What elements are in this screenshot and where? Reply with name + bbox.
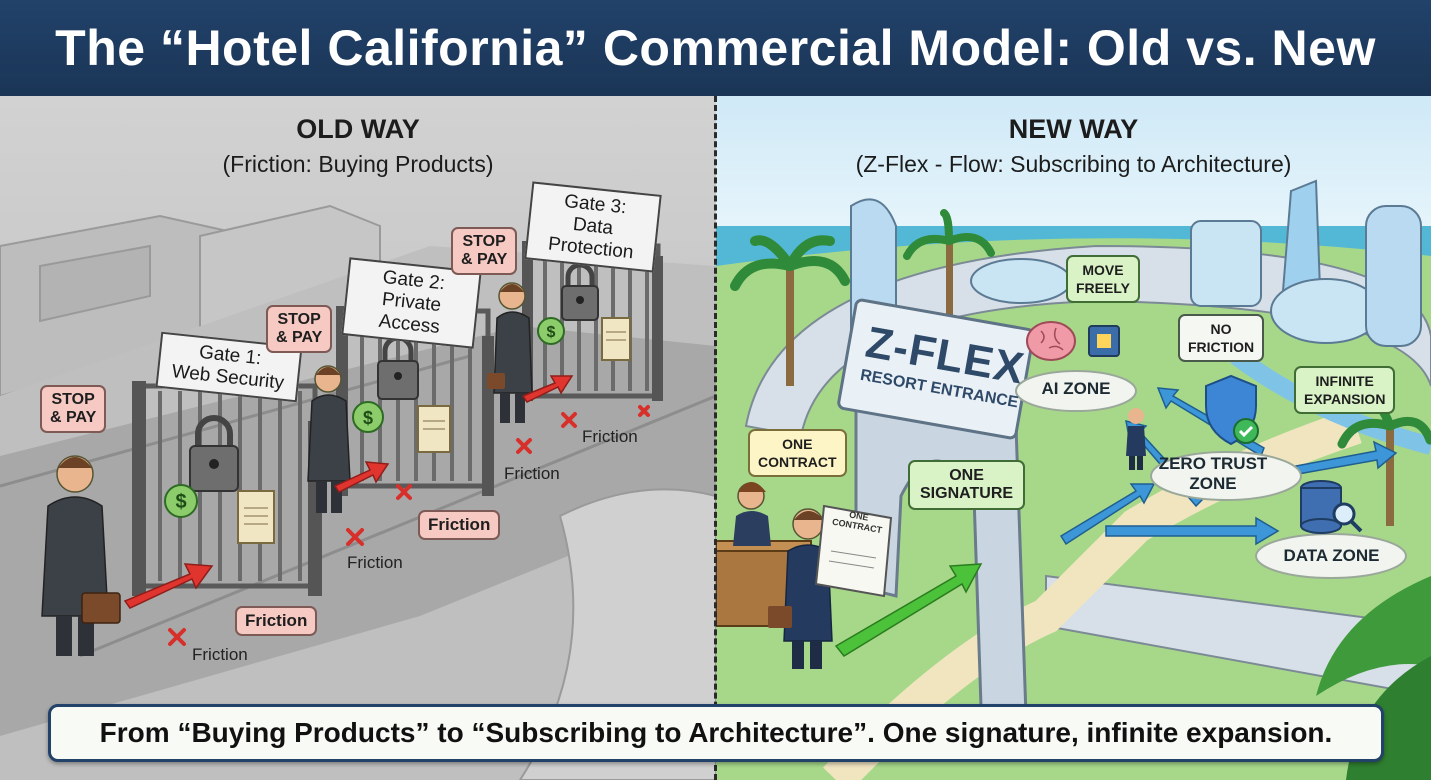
svg-text:$: $ — [175, 491, 186, 513]
move-freely-callout: MOVE FREELY — [1066, 255, 1140, 303]
new-way-panel: NEW WAY (Z-Flex - Flow: Subscribing to A… — [716, 96, 1431, 780]
infinite-expansion-callout: INFINITE EXPANSION — [1294, 366, 1396, 414]
dollar-icon: $ — [164, 484, 198, 518]
walking-businessman-figure — [1126, 408, 1146, 470]
friction-label: Friction — [504, 464, 560, 483]
red-x-icon — [168, 405, 650, 646]
database-search-icon — [1300, 480, 1363, 534]
businessman-figure — [307, 365, 351, 513]
old-way-heading: OLD WAY (Friction: Buying Products) — [0, 114, 716, 178]
padlock-icon — [377, 335, 419, 400]
contract-document-icon — [814, 504, 893, 598]
svg-text:$: $ — [547, 324, 556, 341]
businessman-figure — [487, 282, 533, 423]
stop-pay-callout: STOP & PAY — [266, 305, 333, 353]
new-way-heading: NEW WAY (Z-Flex - Flow: Subscribing to A… — [716, 114, 1431, 178]
gate-3-sign: Gate 3: Data Protection — [524, 181, 662, 273]
friction-callout: Friction — [418, 510, 501, 540]
summary-banner: From “Buying Products” to “Subscribing t… — [48, 704, 1384, 762]
panel-divider — [714, 96, 717, 780]
new-way-scene — [716, 179, 1431, 780]
old-way-subtitle: (Friction: Buying Products) — [222, 151, 494, 177]
contract-scroll-icon — [237, 490, 275, 544]
flow-arrow — [834, 563, 983, 657]
zero-trust-zone-pad — [1150, 451, 1302, 501]
palm-tree — [730, 235, 850, 386]
one-contract-callout: ONE CONTRACT — [748, 429, 847, 477]
new-way-subtitle: (Z-Flex - Flow: Subscribing to Architect… — [855, 151, 1292, 177]
friction-label: Friction — [192, 645, 248, 664]
progress-arrow — [123, 563, 214, 609]
palm-tree — [903, 209, 995, 331]
stop-pay-callout: STOP & PAY — [451, 227, 518, 275]
padlock-icon — [189, 415, 239, 492]
page-title: The “Hotel California” Commercial Model:… — [0, 0, 1431, 96]
old-way-panel: $ $ — [0, 96, 716, 780]
chip-icon — [1088, 325, 1120, 357]
progress-arrow — [333, 461, 390, 493]
new-way-title: NEW WAY — [1008, 114, 1139, 144]
ai-zone-pad — [1015, 370, 1137, 412]
svg-text:$: $ — [363, 408, 373, 428]
zero-trust-zone-label: ZERO TRUST ZONE — [1158, 454, 1268, 493]
businessman-figure — [41, 455, 121, 656]
data-zone-pad — [1255, 533, 1407, 579]
one-signature-callout: ONE SIGNATURE — [908, 460, 1026, 510]
no-friction-callout: NO FRICTION — [1178, 314, 1265, 362]
progress-arrow — [521, 375, 574, 403]
old-way-title: OLD WAY — [296, 114, 420, 144]
futuristic-buildings — [850, 179, 1422, 357]
receptionist-figure — [733, 482, 771, 546]
contract-scroll-icon — [601, 317, 631, 361]
stop-pay-callout: STOP & PAY — [40, 385, 107, 433]
padlock-icon — [561, 262, 599, 321]
ai-zone-label: AI ZONE — [1041, 379, 1111, 398]
friction-label: Friction — [347, 553, 403, 572]
friction-callout: Friction — [235, 606, 318, 636]
data-zone-label: DATA ZONE — [1283, 546, 1380, 565]
friction-label: Friction — [582, 427, 638, 446]
dollar-icon: $ — [537, 317, 565, 345]
dollar-icon: $ — [352, 401, 384, 433]
shield-check-icon — [1205, 374, 1259, 446]
brain-icon — [1026, 321, 1076, 361]
businessman-figure — [768, 508, 833, 669]
contract-scroll-icon — [417, 405, 451, 453]
